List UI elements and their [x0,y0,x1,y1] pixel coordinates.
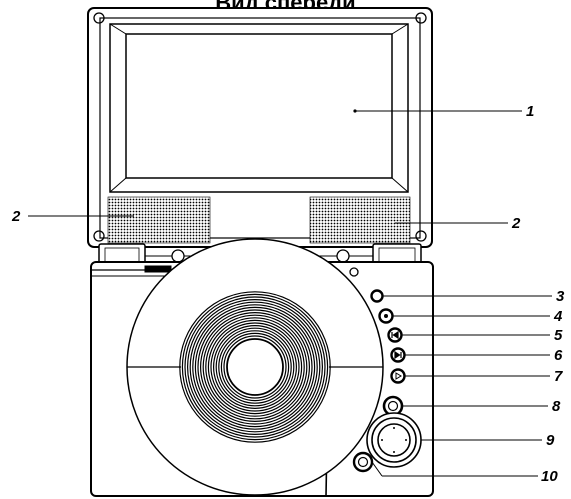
disc-spindle-cover [226,338,284,396]
label-7: 7 [554,368,563,385]
disc-ring [210,322,300,412]
disc-ring [213,325,298,410]
disc-ring [187,299,324,436]
disc-ring [181,293,329,441]
label-5: 5 [554,327,563,344]
disc-ring [207,319,303,415]
callout-labels: 1 2 2 3 4 5 6 7 8 9 10 [11,103,565,485]
disc-ring [189,301,321,433]
label-10: 10 [541,468,558,485]
disc-rings [179,291,331,443]
label-6: 6 [554,347,563,364]
label-4: 4 [553,308,563,325]
label-9: 9 [546,432,555,449]
disc-ring [179,291,331,443]
disc-ring [220,332,290,402]
disc-ring [205,317,305,417]
disc-ring [202,314,308,420]
setup-button[interactable] [378,308,394,324]
control-buttons [352,289,422,473]
power-button[interactable] [370,289,384,303]
open-button[interactable] [352,451,374,473]
left-speaker-grille [107,196,211,244]
disc-ring [192,304,318,430]
label-8: 8 [552,398,561,415]
leader-lines [28,110,552,477]
navigation-joystick[interactable] [366,412,422,468]
disc-ring [218,330,292,404]
disc-ring [184,296,326,438]
power-indicator [349,267,359,277]
label-1: 1 [526,103,534,120]
next-button[interactable] [390,347,406,363]
disc-ring [194,306,316,428]
label-3: 3 [556,288,565,305]
label-2-left: 2 [11,208,21,225]
screen-center-dot [353,109,357,113]
right-speaker-grille [309,196,411,244]
label-2-right: 2 [511,215,521,232]
disc-ring [197,309,313,425]
disc-ring [200,312,311,423]
disc-ring [223,335,287,399]
play-button[interactable] [390,368,406,384]
disc-ring [215,327,295,407]
previous-button[interactable] [387,327,403,343]
